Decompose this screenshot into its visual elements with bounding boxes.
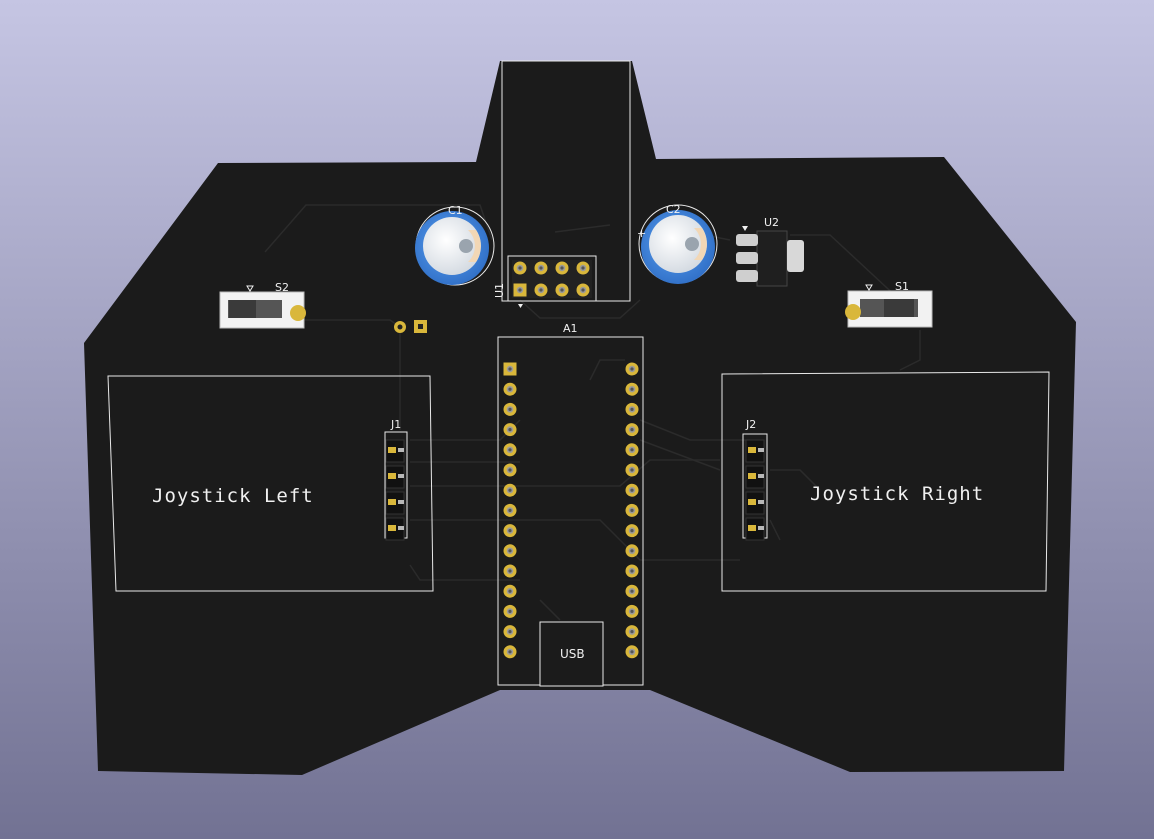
pad — [534, 261, 548, 275]
switch-s1 — [845, 284, 933, 328]
pad — [503, 604, 517, 618]
regulator-u2 — [736, 226, 804, 287]
u1-header — [507, 255, 597, 302]
switch-s2 — [219, 285, 306, 329]
pcb-board — [84, 61, 1076, 775]
pad — [503, 362, 517, 376]
c2-polarity-mark: + — [637, 227, 646, 240]
header-pin — [385, 491, 405, 515]
battery-pads — [394, 320, 427, 333]
pad — [503, 382, 517, 396]
arduino-a1 — [497, 336, 644, 687]
header-pin — [745, 491, 765, 515]
pad — [555, 261, 569, 275]
header-j1 — [384, 431, 408, 541]
j1-ref-label: J1 — [390, 418, 401, 431]
header-pin — [385, 465, 405, 489]
pad — [503, 423, 517, 437]
u2-ref-label: U2 — [764, 216, 779, 229]
pad — [503, 503, 517, 517]
pad — [625, 544, 639, 558]
pad — [576, 283, 590, 297]
pad — [503, 463, 517, 477]
pad — [625, 645, 639, 659]
header-pin — [385, 439, 405, 463]
pad — [503, 564, 517, 578]
pad — [503, 625, 517, 639]
j2-ref-label: J2 — [745, 418, 756, 431]
c2-ref-label: C2 — [666, 203, 681, 216]
pad — [503, 584, 517, 598]
pad — [625, 402, 639, 416]
s2-ref-label: S2 — [275, 281, 289, 294]
pad — [503, 402, 517, 416]
pad — [625, 604, 639, 618]
pad — [555, 283, 569, 297]
pad — [576, 261, 590, 275]
capacitor-c2 — [638, 204, 718, 284]
c1-ref-label: C1 — [448, 204, 463, 217]
joystick-left-label: Joystick Left — [152, 485, 314, 507]
pin1-marker — [518, 304, 523, 308]
pad — [625, 362, 639, 376]
header-pin — [385, 517, 405, 541]
pad — [625, 584, 639, 598]
pad — [625, 524, 639, 538]
pad — [513, 283, 527, 297]
pad — [503, 443, 517, 457]
pad — [625, 625, 639, 639]
a1-ref-label: A1 — [563, 322, 578, 335]
usb-label: USB — [560, 647, 585, 661]
joystick-right-label: Joystick Right — [810, 483, 984, 505]
pad — [625, 503, 639, 517]
s1-ref-label: S1 — [895, 280, 909, 293]
pad — [503, 483, 517, 497]
pad — [513, 261, 527, 275]
pad — [625, 564, 639, 578]
joystick-left-outline — [107, 375, 434, 592]
joystick-right-outline — [721, 371, 1050, 592]
header-j2 — [742, 433, 768, 541]
pad — [625, 443, 639, 457]
header-pin — [745, 465, 765, 489]
header-pin — [745, 439, 765, 463]
u1-ref-label: U1 — [493, 283, 506, 298]
pad — [625, 463, 639, 477]
pad — [625, 423, 639, 437]
header-pin — [745, 517, 765, 541]
pad — [503, 524, 517, 538]
pad — [534, 283, 548, 297]
capacitor-c1 — [415, 206, 495, 286]
pad — [503, 645, 517, 659]
pad — [625, 483, 639, 497]
pad — [625, 382, 639, 396]
pad — [503, 544, 517, 558]
